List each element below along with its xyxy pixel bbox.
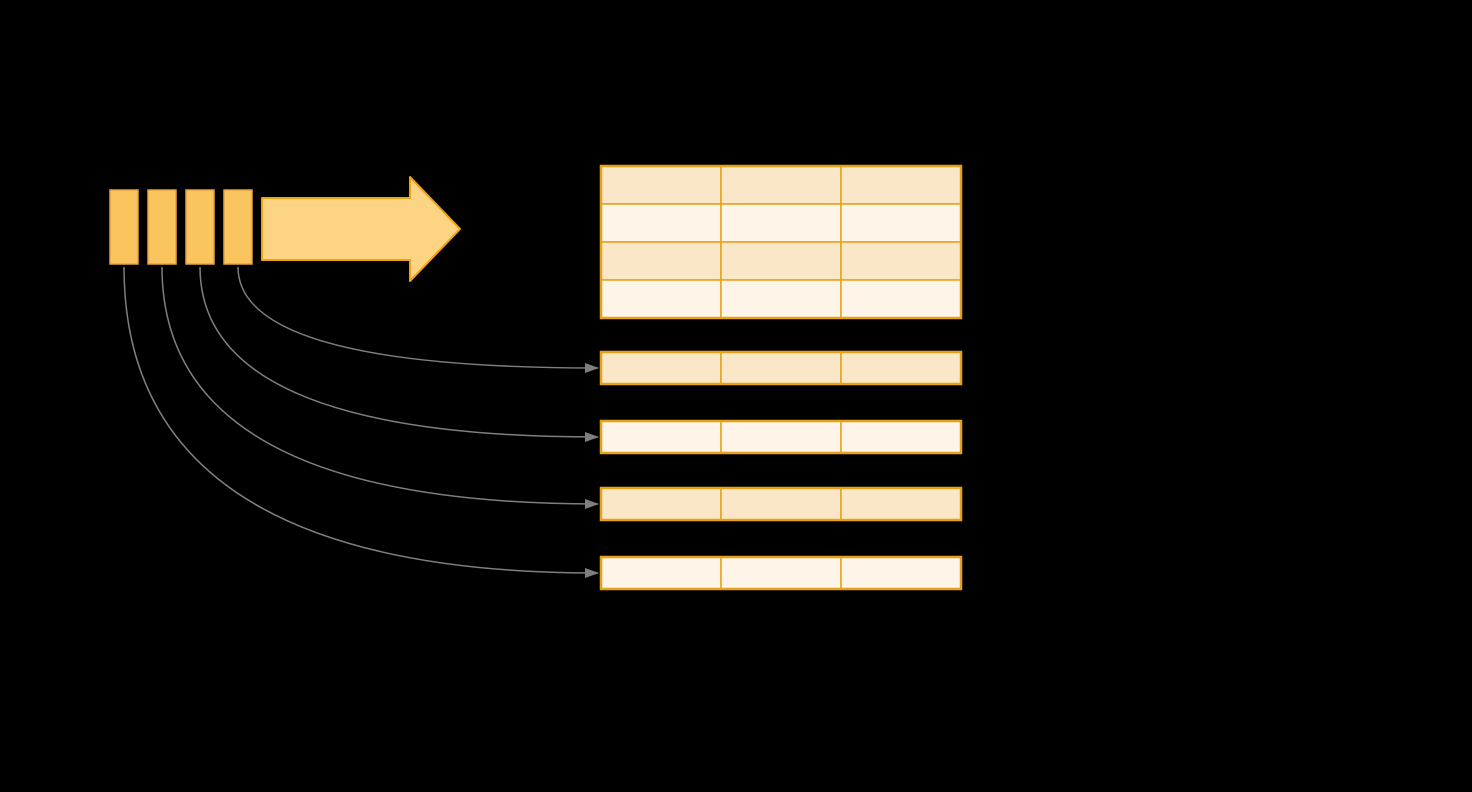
row-table-4-border <box>599 555 963 591</box>
row-table-2-cell-r1-c2 <box>720 420 842 454</box>
connector-1 <box>237 266 599 373</box>
stack-bar-4 <box>223 189 253 265</box>
row-table-4-cell-r1-c1 <box>600 556 722 590</box>
connector-4 <box>123 266 599 578</box>
row-table-2-cell-r1-c3 <box>840 420 962 454</box>
stacked-table-cell-r1-c2 <box>720 165 842 205</box>
row-table-3-cell-r1-c1 <box>600 487 722 521</box>
stack-bar-2 <box>147 189 177 265</box>
row-table-1-cell-r1-c2 <box>720 351 842 385</box>
row-table-1-border <box>599 350 963 386</box>
stacked-table-cell-r2-c1 <box>600 203 722 243</box>
row-table-4-cell-r1-c3 <box>840 556 962 590</box>
stacked-table-cell-r3-c3 <box>840 241 962 281</box>
stacked-table-cell-r2-c2 <box>720 203 842 243</box>
stacked-table-cell-r3-c1 <box>600 241 722 281</box>
row-table-2 <box>599 419 963 455</box>
stacked-table-cell-r2-c3 <box>840 203 962 243</box>
row-table-3 <box>599 486 963 522</box>
row-table-3-cell-r1-c2 <box>720 487 842 521</box>
stacked-table-cell-r3-c2 <box>720 241 842 281</box>
row-table-4 <box>599 555 963 591</box>
row-table-1 <box>599 350 963 386</box>
stacked-table-cell-r4-c2 <box>720 279 842 319</box>
stacked-table-border <box>599 164 963 320</box>
stacked-table-cell-r4-c1 <box>600 279 722 319</box>
flow-arrow <box>261 176 461 282</box>
row-table-2-border <box>599 419 963 455</box>
connector-3 <box>161 266 599 509</box>
connector-2 <box>199 266 599 442</box>
row-table-3-cell-r1-c3 <box>840 487 962 521</box>
stacked-table-cell-r1-c3 <box>840 165 962 205</box>
stack-bar-3 <box>185 189 215 265</box>
row-table-1-cell-r1-c1 <box>600 351 722 385</box>
stacked-table-cell-r4-c3 <box>840 279 962 319</box>
row-table-2-cell-r1-c1 <box>600 420 722 454</box>
stack-bar-1 <box>109 189 139 265</box>
stacked-table-cell-r1-c1 <box>600 165 722 205</box>
stacked-table <box>599 164 963 320</box>
row-table-4-cell-r1-c2 <box>720 556 842 590</box>
row-table-1-cell-r1-c3 <box>840 351 962 385</box>
row-table-3-border <box>599 486 963 522</box>
